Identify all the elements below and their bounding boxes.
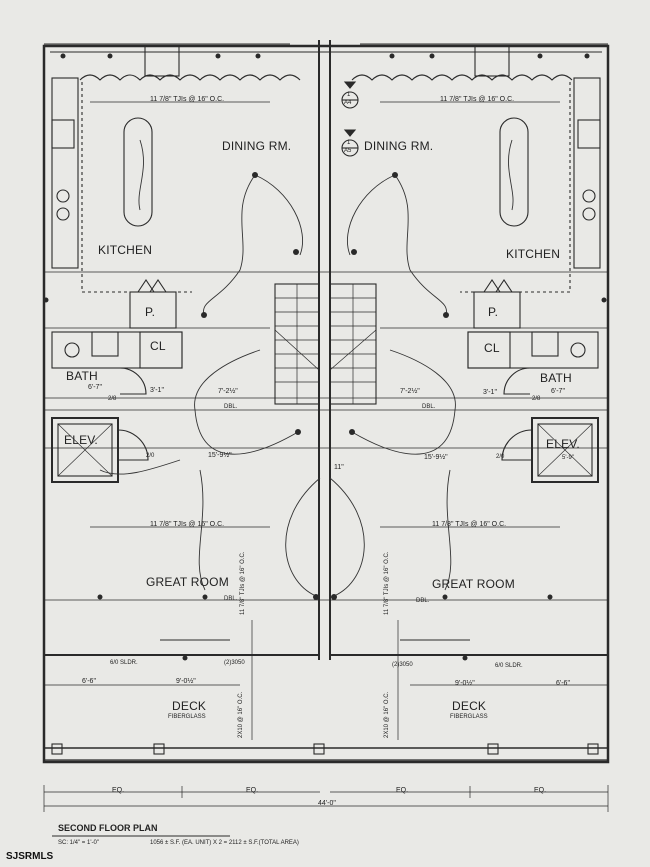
dbl-note-great-right: DBL.	[416, 598, 430, 604]
eq-dim-2: EQ.	[246, 787, 259, 794]
dim-deck-left-b: 9'-0½"	[176, 678, 196, 685]
room-label-dining-left: DINING RM.	[222, 139, 292, 153]
dim-great-right: 15'-9½"	[424, 454, 448, 461]
room-label-bath-left: BATH	[66, 369, 98, 383]
section-label-a4: A4	[344, 100, 352, 106]
room-label-great-room-right: GREAT ROOM	[432, 577, 515, 591]
door-elevator-left: 2/0	[146, 453, 155, 459]
room-label-pantry-right: P.	[488, 305, 499, 319]
dim-bath-right: 6'-7"	[551, 388, 565, 395]
joist-note-deck-right: 11 7/8" TJIs @ 16" O.C.	[384, 551, 390, 616]
slider-left: 6/0 SLDR.	[110, 660, 138, 666]
joist-note-top-right: 11 7/8" TJIs @ 16" O.C.	[440, 96, 515, 103]
dim-center: 11"	[334, 464, 344, 471]
dim-hall-left: 7'-2½"	[218, 388, 238, 395]
room-label-closet-right: CL	[484, 341, 500, 355]
outer-wall	[42, 44, 610, 764]
room-label-deck-right: DECK	[452, 699, 487, 713]
watermark: SJSRMLS	[6, 851, 54, 862]
dbl-note-great-left: DBL.	[224, 596, 238, 602]
dbl-note-left: DBL.	[224, 404, 238, 410]
room-label-dining-right: DINING RM.	[364, 139, 434, 153]
window-left: (2)3050	[224, 660, 245, 666]
room-label-bath-right: BATH	[540, 371, 572, 385]
dim-deck-right-a: 9'-0½"	[455, 680, 475, 687]
plan-title: SECOND FLOOR PLAN	[58, 823, 158, 833]
plan-area: 1056 ± S.F. (EA. UNIT) X 2 = 2112 ± S.F.…	[150, 840, 299, 846]
deck-joist-note-left: 2X10 @ 16" O.C.	[238, 691, 244, 738]
room-label-elevator-left: ELEV.	[64, 433, 98, 447]
joist-note-deck-left: 11 7/8" TJIs @ 16" O.C.	[240, 551, 246, 616]
room-label-kitchen-right: KITCHEN	[506, 247, 561, 261]
plan-scale: SC: 1/4" = 1'-0"	[58, 840, 99, 846]
dim-deck-right-b: 6'-6"	[556, 680, 570, 687]
slider-right: 6/0 SLDR.	[495, 663, 523, 669]
dim-closet-right: 3'-1"	[483, 389, 497, 396]
deck-joist-note-right: 2X10 @ 16" O.C.	[384, 691, 390, 738]
door-left: 2/8	[108, 396, 117, 402]
room-label-pantry-left: P.	[145, 305, 156, 319]
dbl-note-right: DBL.	[422, 404, 436, 410]
joist-note-mid-left: 11 7/8" TJIs @ 16" O.C.	[150, 521, 225, 528]
dim-deck-left-a: 6'-6"	[82, 678, 96, 685]
door-elevator-right: 2/0	[496, 454, 505, 460]
section-number-a5: 1	[347, 140, 351, 146]
section-number-a4: 1	[347, 92, 351, 98]
dim-hall-right: 7'-2½"	[400, 388, 420, 395]
elevator-shaft	[51, 417, 119, 483]
room-label-elevator-right: ELEV.	[546, 437, 580, 451]
dim-closet-left: 3'-1"	[150, 387, 164, 394]
dim-bath-left: 6'-7"	[88, 384, 102, 391]
door-right: 2/8	[532, 396, 541, 402]
window-right: (2)3050	[392, 662, 413, 668]
room-label-deck-left: DECK	[172, 699, 207, 713]
overall-dimension: 44'-0"	[318, 800, 336, 807]
section-label-a5: A5	[344, 148, 352, 154]
room-label-great-room-left: GREAT ROOM	[146, 575, 229, 589]
eq-dim-1: EQ.	[112, 787, 125, 794]
eq-dim-4: EQ.	[534, 787, 547, 794]
dim-great-left: 15'-9½"	[208, 452, 232, 459]
joist-note-mid-right: 11 7/8" TJIs @ 16" O.C.	[432, 521, 507, 528]
room-label-kitchen-left: KITCHEN	[98, 243, 153, 257]
dim-elevator: 5'-9"	[562, 455, 574, 461]
room-label-closet-left: CL	[150, 339, 166, 353]
joist-note-top-left: 11 7/8" TJIs @ 16" O.C.	[150, 96, 225, 103]
deck-material-right: FIBERGLASS	[450, 714, 488, 720]
eq-dim-3: EQ.	[396, 787, 409, 794]
deck-material-left: FIBERGLASS	[168, 714, 206, 720]
